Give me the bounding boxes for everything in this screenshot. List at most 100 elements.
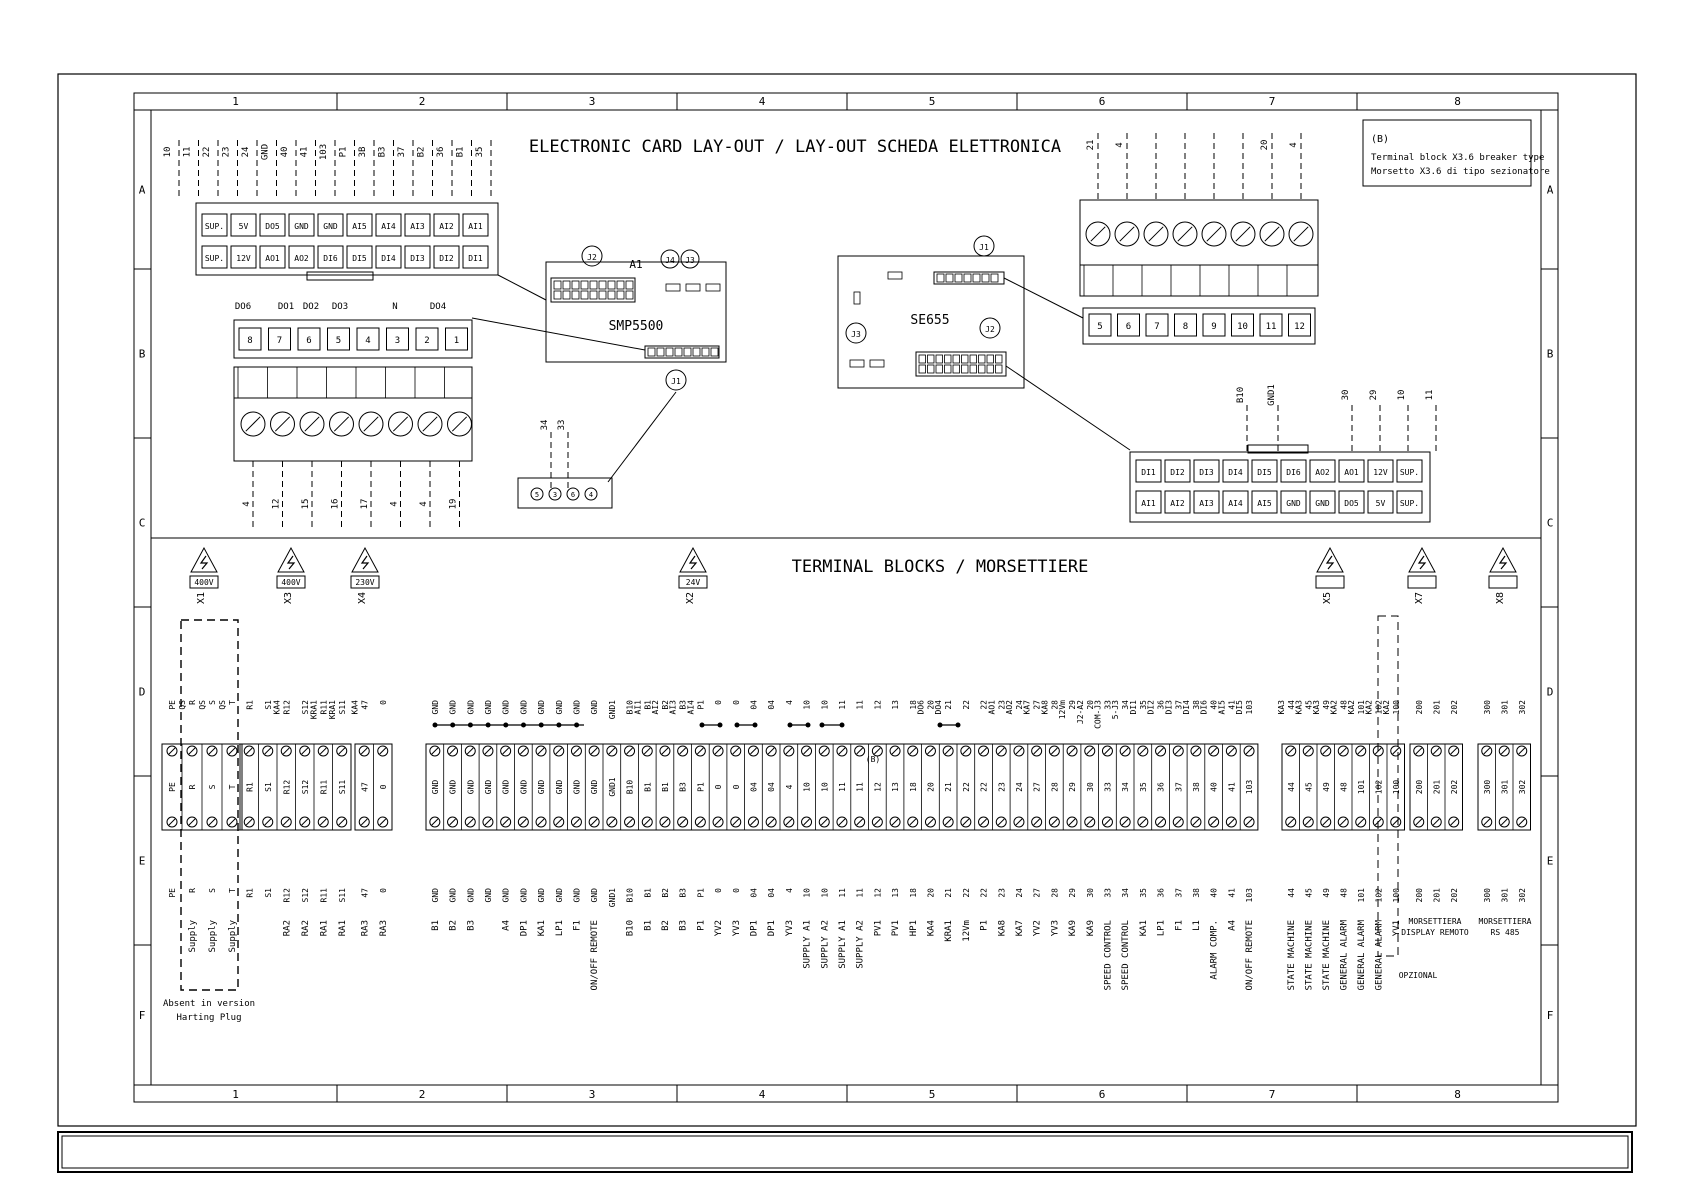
- terminal-top-label: 11: [856, 700, 865, 710]
- do-header-label: DO1: [278, 302, 294, 312]
- header-pin: [927, 354, 935, 364]
- terminal-description: KA9: [1068, 920, 1078, 936]
- screw-terminal: [206, 816, 218, 828]
- screw-terminal: [818, 745, 830, 757]
- terminal-top-label: 23: [997, 700, 1006, 710]
- pin-box: [1259, 313, 1283, 337]
- terminal-bottom-label: 0: [379, 888, 388, 893]
- screw-slot: [555, 747, 563, 755]
- card-layout-title: ELECTRONIC CARD LAY-OUT / LAY-OUT SCHEDA…: [529, 137, 1061, 157]
- pin-box: [1367, 490, 1394, 514]
- screw-slot: [188, 818, 196, 826]
- pin-label: AI2: [1170, 499, 1185, 508]
- screw-slot: [856, 747, 864, 755]
- column-label: 2: [419, 1088, 426, 1101]
- pin-box: [1222, 490, 1249, 514]
- terminal-top-label: T: [228, 700, 237, 705]
- note-line-1: Terminal block X3.6 breaker type: [1371, 153, 1544, 163]
- x3-warning-icon: [277, 546, 305, 573]
- screw-slot: [927, 747, 934, 755]
- terminal-top-label: 04: [749, 700, 758, 710]
- screw-slot: [484, 747, 492, 755]
- screw-slot: [1033, 747, 1041, 755]
- screw-slot: [333, 416, 350, 432]
- screw-terminal: [429, 816, 441, 828]
- screw-slot: [484, 818, 492, 826]
- terminal-bottom-label: S12: [301, 888, 310, 903]
- x1-voltage-label: 400V: [194, 578, 213, 587]
- screw-slot: [1015, 747, 1023, 755]
- terminal-description: STATE MACHINE: [1322, 920, 1332, 990]
- terminal-number: S1: [264, 782, 273, 792]
- screw-slot: [1432, 818, 1440, 826]
- header-pin: [656, 347, 665, 357]
- pin-label: SUP.: [205, 254, 224, 263]
- terminal-description: YV3: [1050, 920, 1060, 936]
- pin-box: [1338, 490, 1365, 514]
- terminal-bottom-label: 12: [873, 888, 882, 898]
- screw-terminal: [535, 745, 547, 757]
- do-header-label: DO2: [303, 302, 319, 312]
- screw-terminal: [889, 816, 901, 828]
- screw-slot: [1450, 818, 1458, 826]
- pin-box: [317, 245, 344, 269]
- screw-slot: [696, 818, 704, 826]
- screw-terminal: [447, 411, 472, 437]
- note-box: [1362, 119, 1532, 187]
- screw-slot: [1322, 818, 1330, 826]
- wire-line: [1005, 365, 1131, 451]
- terminal-number: GND1: [608, 777, 617, 796]
- terminal-bottom-label: 10: [820, 888, 829, 898]
- screw-slot: [838, 747, 846, 755]
- terminal-bottom-label: 38: [1192, 888, 1201, 898]
- terminal-description: YV3: [732, 920, 742, 936]
- terminal-top-label: 12: [873, 700, 882, 710]
- screw-slot: [1139, 747, 1147, 755]
- row-label: A: [1547, 184, 1554, 197]
- terminal-bottom-label: 18: [909, 888, 918, 898]
- screw-terminal: [871, 745, 883, 757]
- terminal-description: Supply: [188, 919, 198, 952]
- pin-label: 11: [1266, 322, 1277, 332]
- bridge-node: [734, 722, 740, 728]
- pin-box: [1174, 313, 1197, 337]
- terminal-top-label: 44: [1287, 700, 1296, 710]
- screw-terminal: [1448, 816, 1460, 828]
- screw-terminal: [924, 745, 936, 757]
- terminal-bottom-label: S11: [338, 888, 347, 903]
- header-pin: [553, 290, 562, 300]
- terminal-bottom-label: 10: [803, 888, 812, 898]
- terminal-bottom-label: 301: [1500, 888, 1509, 903]
- terminal-number: S11: [338, 780, 347, 795]
- terminal-bottom-label: GND: [484, 888, 493, 903]
- header-pin: [972, 273, 981, 283]
- terminal-description: YV1: [1392, 920, 1402, 936]
- terminal-top-label: 36: [1157, 700, 1166, 710]
- screw-slot: [803, 747, 810, 755]
- terminal-top-label: GND: [555, 700, 564, 715]
- screw-terminal: [500, 745, 512, 757]
- terminal-top-label: 4: [785, 700, 794, 705]
- screw-slot: [1500, 818, 1508, 826]
- smp5500-ref: A1: [629, 258, 642, 271]
- screw-terminal: [1413, 745, 1425, 757]
- terminal-top-label: DI5: [1235, 700, 1244, 715]
- pin-label: DI1: [1141, 468, 1156, 477]
- wire-number: 4: [419, 501, 429, 506]
- terminal-bottom-label: GND: [502, 888, 511, 903]
- screw-slot: [803, 818, 810, 826]
- terminal-bottom-label: 35: [1139, 888, 1148, 898]
- terminal-top-label: 101: [1357, 700, 1366, 715]
- terminal-top-label: 20: [926, 700, 935, 710]
- wire-number: 22: [202, 147, 212, 158]
- header-pin: [589, 290, 598, 300]
- screw-terminal: [978, 745, 990, 757]
- screw-terminal: [960, 745, 972, 757]
- screw-slot: [1148, 226, 1164, 242]
- screw-slot: [980, 747, 987, 755]
- screw-slot: [873, 818, 881, 826]
- terminal-top-label: B1: [643, 700, 652, 710]
- screw-slot: [245, 818, 253, 826]
- screw-terminal: [854, 745, 866, 757]
